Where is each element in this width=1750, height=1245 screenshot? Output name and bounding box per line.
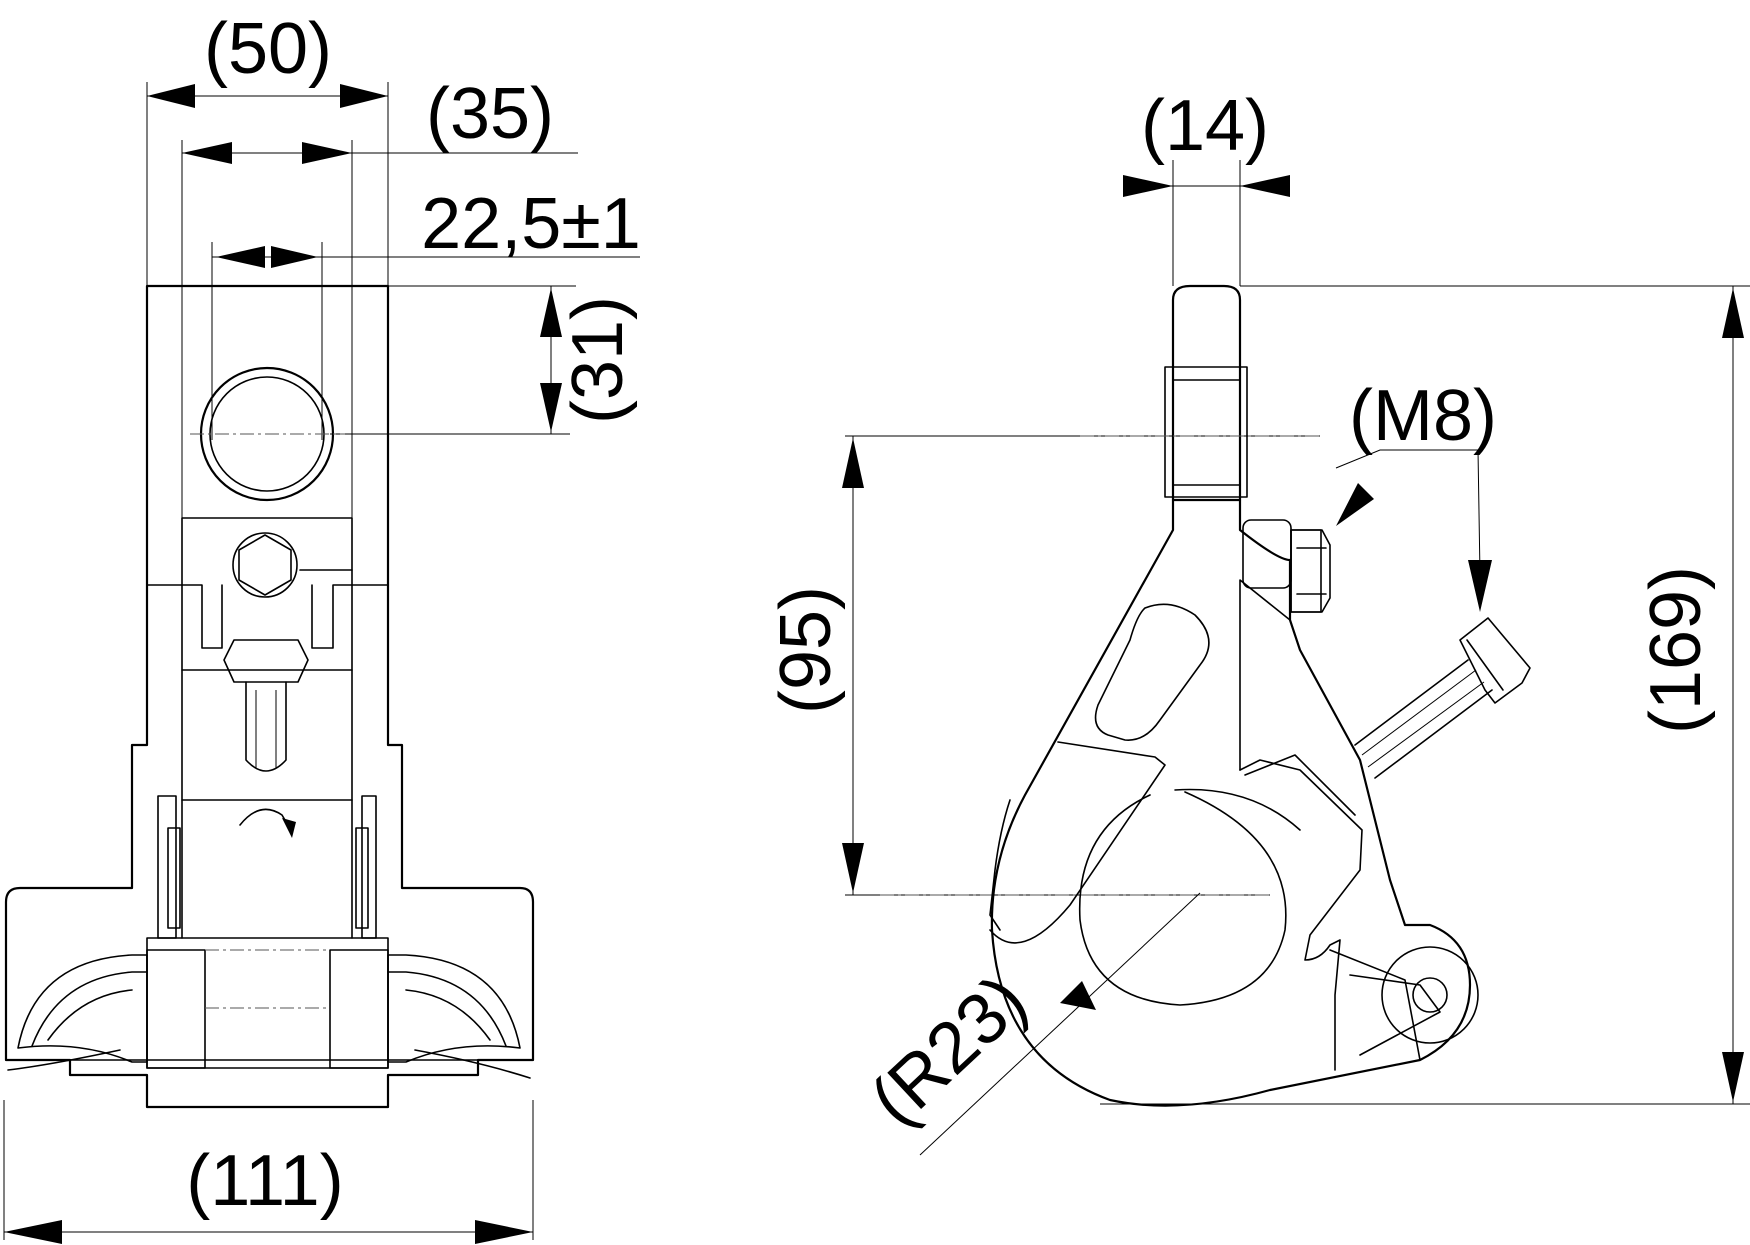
bolt-head: [223, 639, 309, 683]
dim-text-m8: (M8): [1349, 376, 1497, 456]
dim-text-r23: (R23): [856, 960, 1042, 1141]
dim-text-22-5: 22,5±1: [421, 184, 641, 264]
pivot-pin: [1381, 946, 1479, 1044]
dim-text-31: (31): [558, 296, 638, 424]
side-view: [842, 160, 1750, 1156]
dim-95-line: [842, 436, 864, 895]
dim-text-14: (14): [1141, 86, 1269, 166]
tension-bolt: [1354, 617, 1531, 779]
rotation-arrow: [239, 808, 293, 833]
dim-50-line: [147, 84, 388, 108]
front-view: [3, 82, 640, 1244]
dim-22-line: [212, 246, 322, 268]
dim-111-line: [4, 1220, 533, 1244]
dim-text-169: (169): [1636, 566, 1716, 734]
slot: [1094, 603, 1210, 741]
clamp-bore: [1078, 791, 1287, 1006]
dim-14-line: [1123, 175, 1290, 197]
dim-text-95: (95): [766, 586, 846, 714]
hook-body: [990, 498, 1472, 1107]
dim-text-50: (50): [204, 9, 332, 89]
dim-35-line: [182, 142, 352, 164]
dim-r23-leader: [919, 892, 1201, 1156]
top-lug: [1171, 284, 1242, 502]
nut: [232, 532, 298, 598]
dim-text-35: (35): [426, 74, 554, 154]
dim-m8-leader: [1335, 449, 1492, 612]
dim-31-line: [540, 286, 562, 434]
right-jaw: [387, 954, 521, 1063]
dim-text-111: (111): [186, 1141, 343, 1221]
left-jaw: [17, 954, 148, 1063]
dim-169-line: [1722, 286, 1744, 1104]
